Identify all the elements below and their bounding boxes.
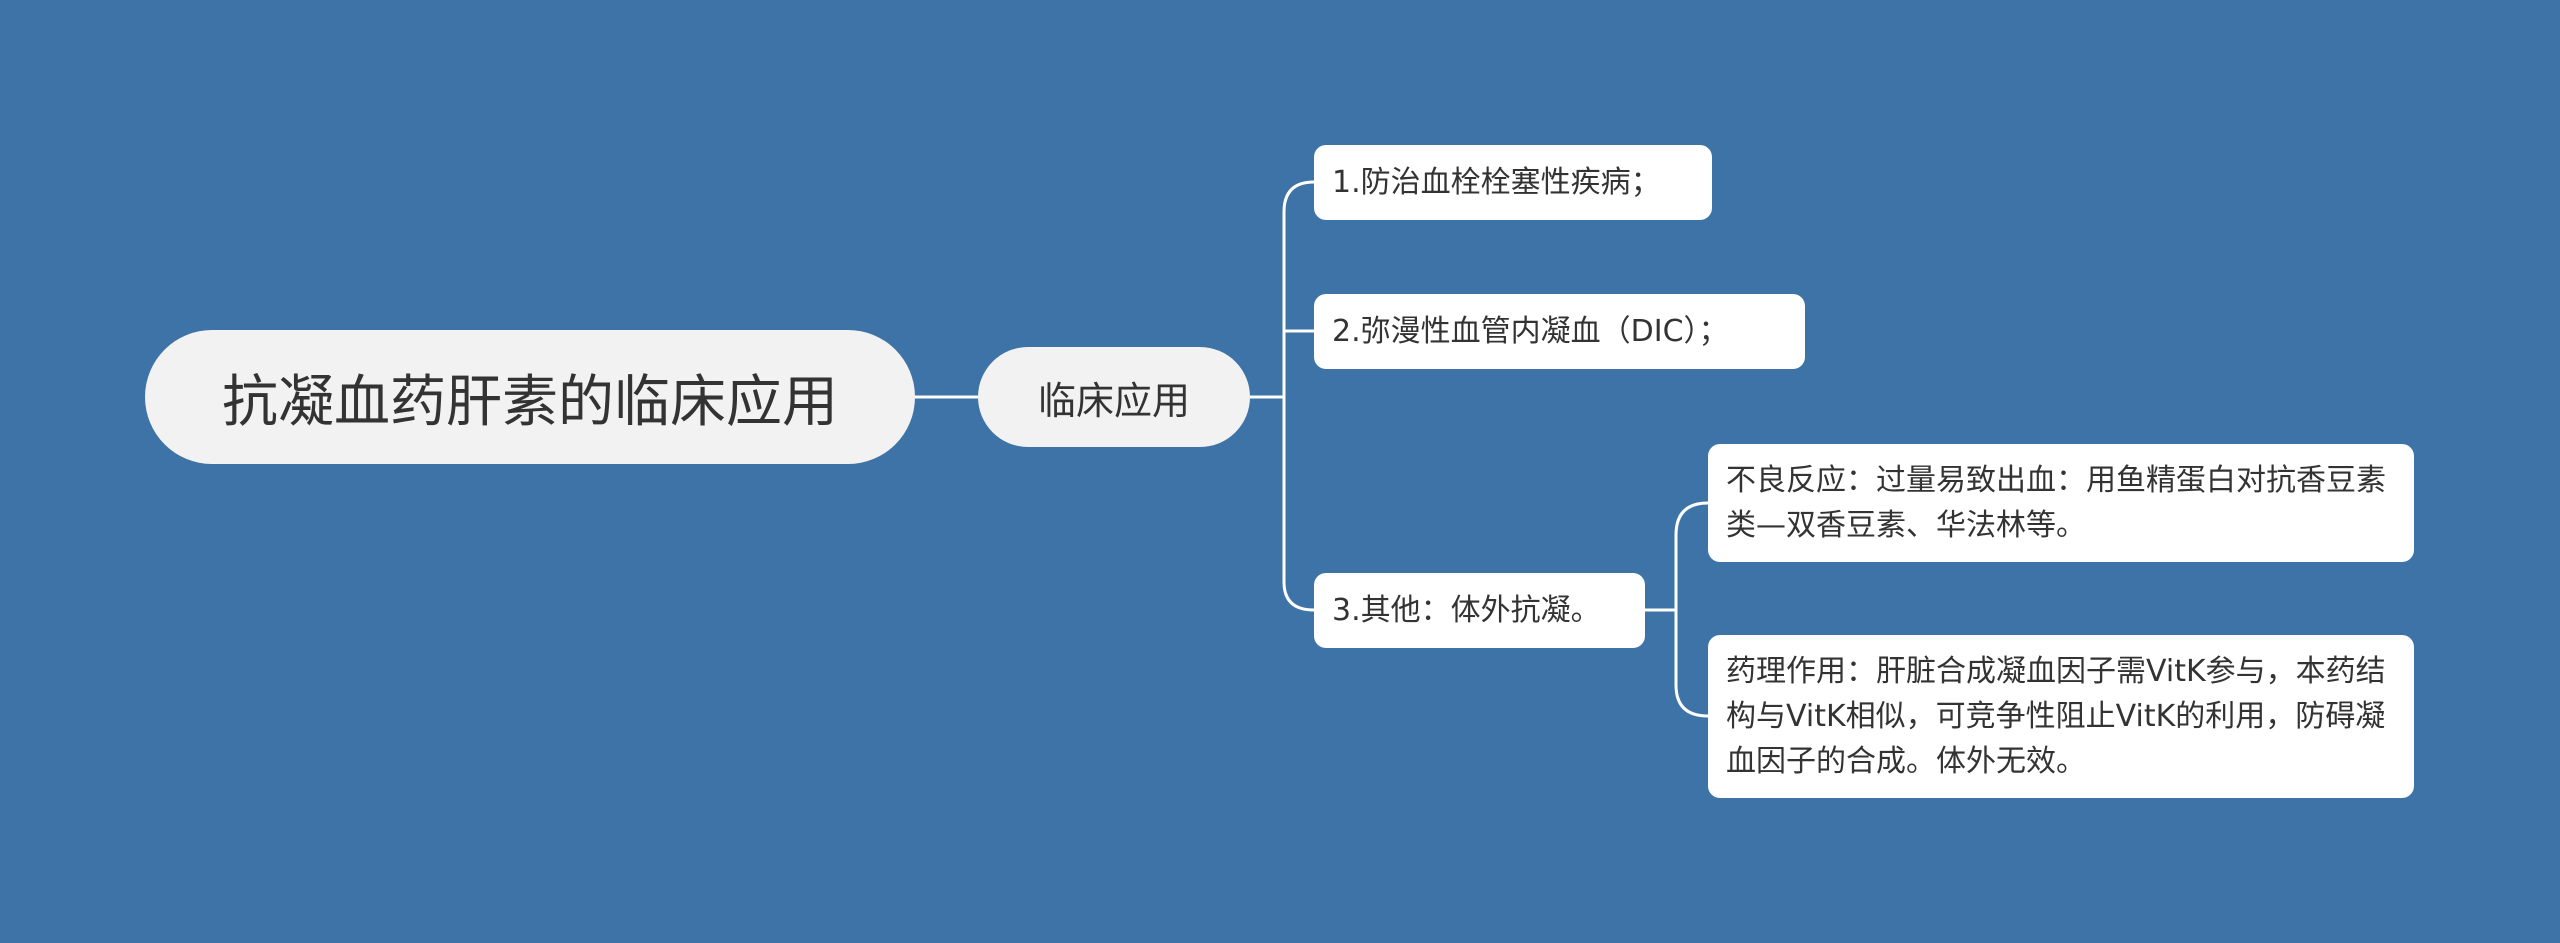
connector-main-branches: [1250, 180, 1315, 612]
main-topic-label: 临床应用: [1037, 378, 1190, 423]
subtopic-thrombosis[interactable]: 1.防治血栓栓塞性疾病；: [1314, 145, 1712, 220]
root-topic-label: 抗凝血药肝素的临床应用: [222, 369, 838, 435]
main-topic-clinical-use[interactable]: 临床应用: [978, 347, 1250, 447]
root-topic[interactable]: 抗凝血药肝素的临床应用: [145, 330, 915, 464]
subtopic-label: 3.其他：体外抗凝。: [1332, 593, 1601, 628]
subtopic-label: 1.防治血栓栓塞性疾病；: [1332, 165, 1661, 200]
subtopic-dic[interactable]: 2.弥漫性血管内凝血（DIC）；: [1314, 294, 1805, 369]
leaf-pharmacology[interactable]: 药理作用：肝脏合成凝血因子需VitK参与，本药结构与VitK相似，可竞争性阻止V…: [1708, 635, 2414, 798]
connector-sub3-leaves: [1645, 501, 1709, 718]
leaf-label: 药理作用：肝脏合成凝血因子需VitK参与，本药结构与VitK相似，可竞争性阻止V…: [1726, 654, 2386, 779]
subtopic-label: 2.弥漫性血管内凝血（DIC）；: [1332, 314, 1729, 349]
leaf-adverse-reactions[interactable]: 不良反应：过量易致出血：用鱼精蛋白对抗香豆素类—双香豆素、华法林等。: [1708, 444, 2414, 562]
leaf-label: 不良反应：过量易致出血：用鱼精蛋白对抗香豆素类—双香豆素、华法林等。: [1726, 463, 2386, 543]
subtopic-other[interactable]: 3.其他：体外抗凝。: [1314, 573, 1645, 648]
